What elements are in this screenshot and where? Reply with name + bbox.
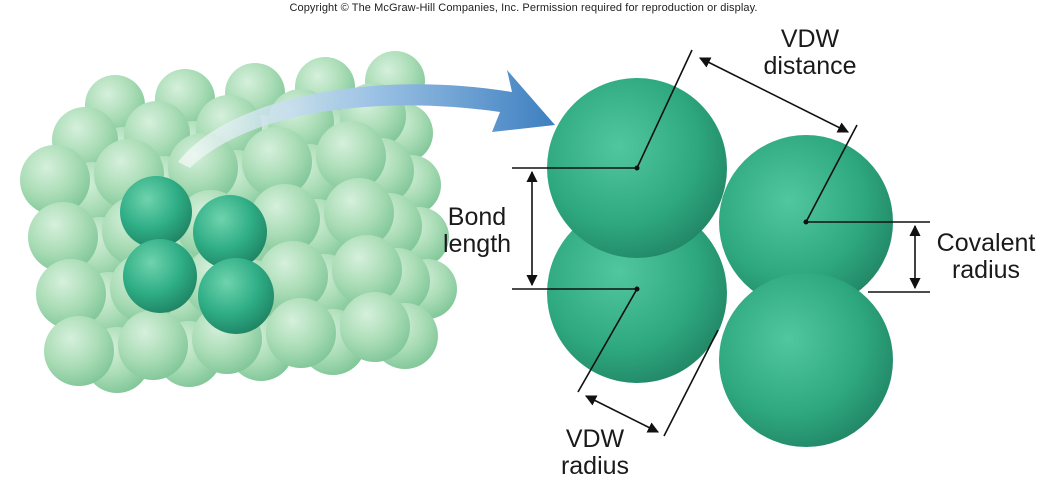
lattice-atom [332,235,402,305]
copyright-notice: Copyright © The McGraw-Hill Companies, I… [289,2,758,14]
lattice-highlighted-molecules [120,176,274,334]
lattice-atom [168,133,238,203]
molecule-atom [719,273,893,447]
vdw-radius-outer-line [663,329,719,437]
nucleus-dot [634,165,640,171]
lattice-atom [258,241,328,311]
highlighted-atom [120,176,192,248]
molecule-left [547,78,727,383]
vdw-radius-inner-line [577,288,638,393]
lattice-atom [242,127,312,197]
lattice-atom [266,298,336,368]
nucleus-dot [803,219,809,225]
lattice-atom [28,202,98,272]
vdw-distance-right-line [805,124,858,223]
highlighted-atom [198,258,274,334]
lattice-atom [20,145,90,215]
lattice-atom [118,310,188,380]
lattice-atom [36,259,106,329]
molecule-atom [547,203,727,383]
molecule-right [719,135,893,447]
zoom-arrow [178,70,555,168]
lattice-atom [324,178,394,248]
vdw-radius-arrow [584,395,660,433]
highlighted-atom [193,195,267,269]
lattice-atom [250,184,320,254]
vdw-distance-arrow [698,57,850,133]
lattice-atom [316,121,386,191]
lattice-atom [340,292,410,362]
highlighted-atom [123,239,197,313]
vdw-distance-left-line [636,49,693,169]
nucleus-dot [634,286,640,292]
lattice-atom [44,316,114,386]
